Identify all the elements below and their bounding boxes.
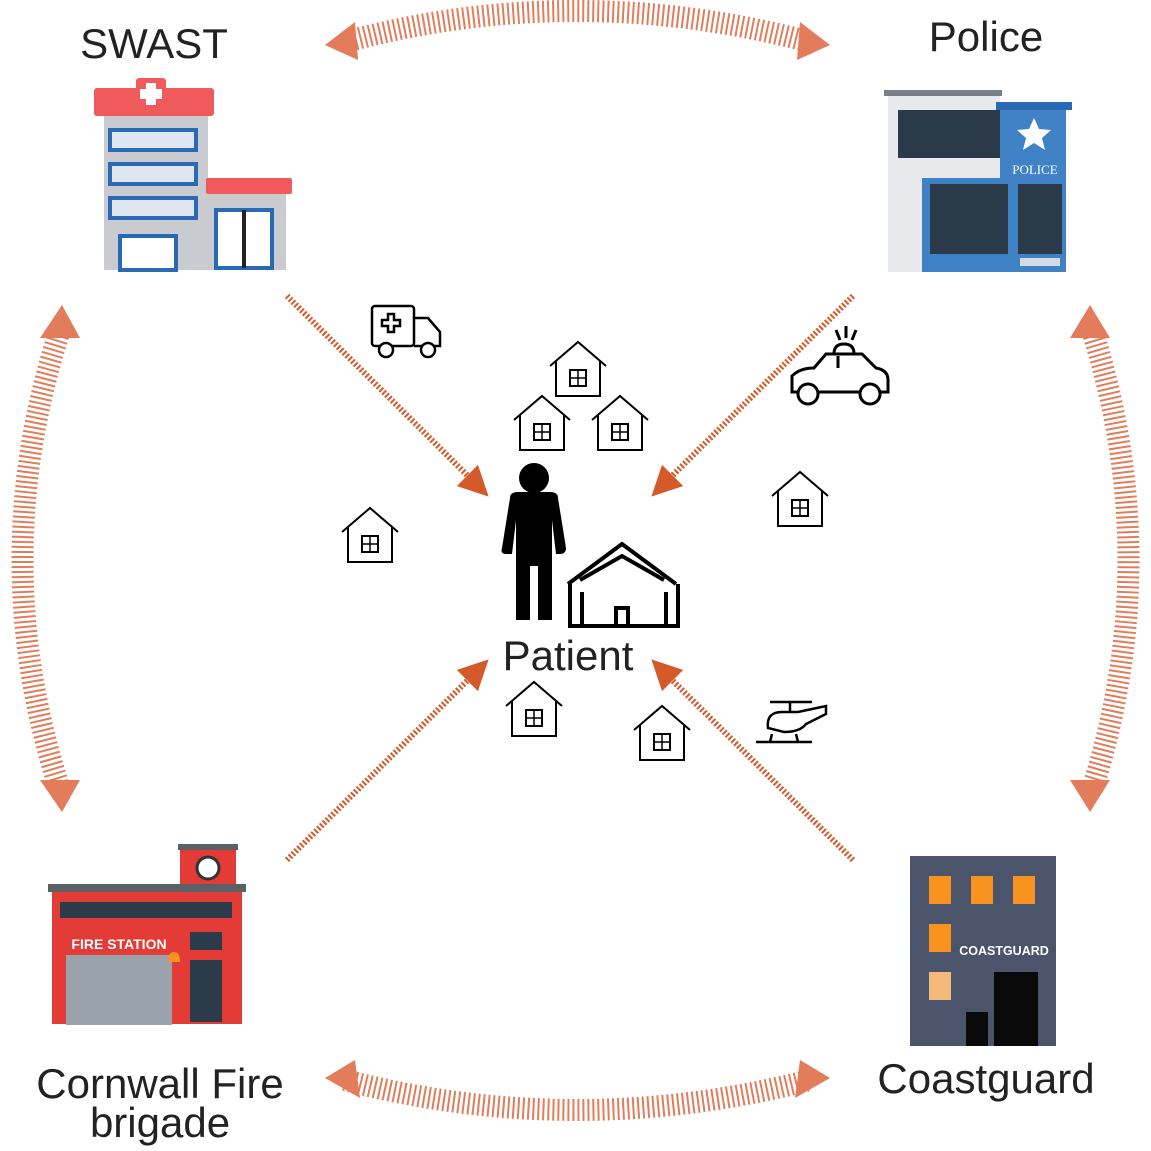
patient-label: Patient	[502, 632, 634, 679]
helicopter-icon	[756, 700, 828, 744]
police-station-icon: POLICE	[884, 90, 1072, 272]
house-icon	[633, 705, 691, 761]
dashed-arrow-coastguard	[651, 659, 856, 863]
house-icon	[505, 681, 563, 737]
coastguard-label: Coastguard	[877, 1055, 1095, 1102]
dashed-arrows	[284, 293, 856, 863]
dashed-arrow-fire	[284, 659, 489, 863]
fire-label-line2: brigade	[89, 1099, 231, 1146]
police-sign: POLICE	[1012, 162, 1058, 177]
house-icon	[549, 341, 607, 397]
house-icon	[513, 395, 571, 451]
ambulance-icon	[370, 304, 442, 359]
police-car-icon	[790, 326, 890, 406]
arrow-police-coastguard	[1070, 305, 1140, 812]
fire-label-line1: Cornwall Fire	[36, 1060, 284, 1107]
coastguard-sign: COASTGUARD	[959, 944, 1049, 958]
arrow-fire-coastguard	[325, 1060, 830, 1121]
police-label: Police	[928, 13, 1044, 60]
coastguard-building-icon: COASTGUARD	[910, 856, 1056, 1046]
swast-label: SWAST	[80, 20, 228, 67]
fire-station-sign: FIRE STATION	[71, 936, 166, 952]
dashed-arrow-swast	[284, 293, 489, 497]
arrow-swast-fire	[11, 305, 80, 812]
arrow-swast-police	[325, 0, 830, 60]
dashed-arrow-police	[651, 293, 856, 497]
hospital-icon	[94, 78, 292, 272]
houses	[341, 341, 829, 761]
house-icon	[341, 507, 399, 563]
house-icon	[591, 395, 649, 451]
patient-house-icon	[566, 541, 680, 628]
fire-station-icon: FIRE STATION	[48, 844, 246, 1025]
house-icon	[771, 471, 829, 527]
person-icon	[501, 463, 566, 620]
